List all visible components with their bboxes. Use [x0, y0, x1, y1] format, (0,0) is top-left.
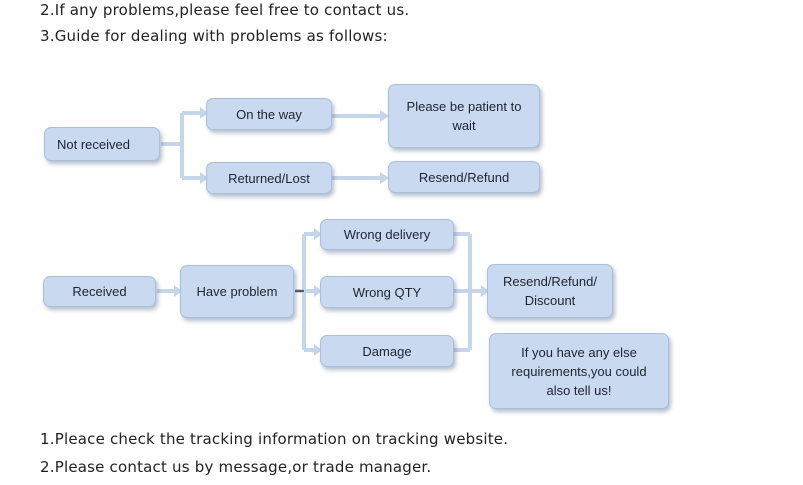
- damage-node: Damage: [320, 335, 454, 367]
- intro-line-2: 2.If any problems,please feel free to co…: [40, 1, 410, 19]
- footer-line-2: 2.Please contact us by message,or trade …: [40, 458, 432, 476]
- resend-refund-discount-node: Resend/Refund/ Discount: [487, 264, 613, 318]
- wrong-qty-node: Wrong QTY: [320, 276, 454, 308]
- returned-lost-node: Returned/Lost: [206, 162, 332, 194]
- footer-line-1: 1.Pleace check the tracking information …: [40, 430, 509, 448]
- on-the-way-node: On the way: [206, 98, 332, 130]
- wrong-delivery-node: Wrong delivery: [320, 219, 454, 250]
- else-requirements-node: If you have any else requirements,you co…: [489, 333, 669, 409]
- resend-refund-node: Resend/Refund: [388, 161, 540, 193]
- received-node: Received: [43, 276, 156, 307]
- intro-line-3: 3.Guide for dealing with problems as fol…: [40, 27, 388, 45]
- not-received-node: Not received: [44, 127, 160, 161]
- be-patient-node: Please be patient to wait: [388, 84, 540, 148]
- have-problem-node: Have problem: [180, 265, 294, 318]
